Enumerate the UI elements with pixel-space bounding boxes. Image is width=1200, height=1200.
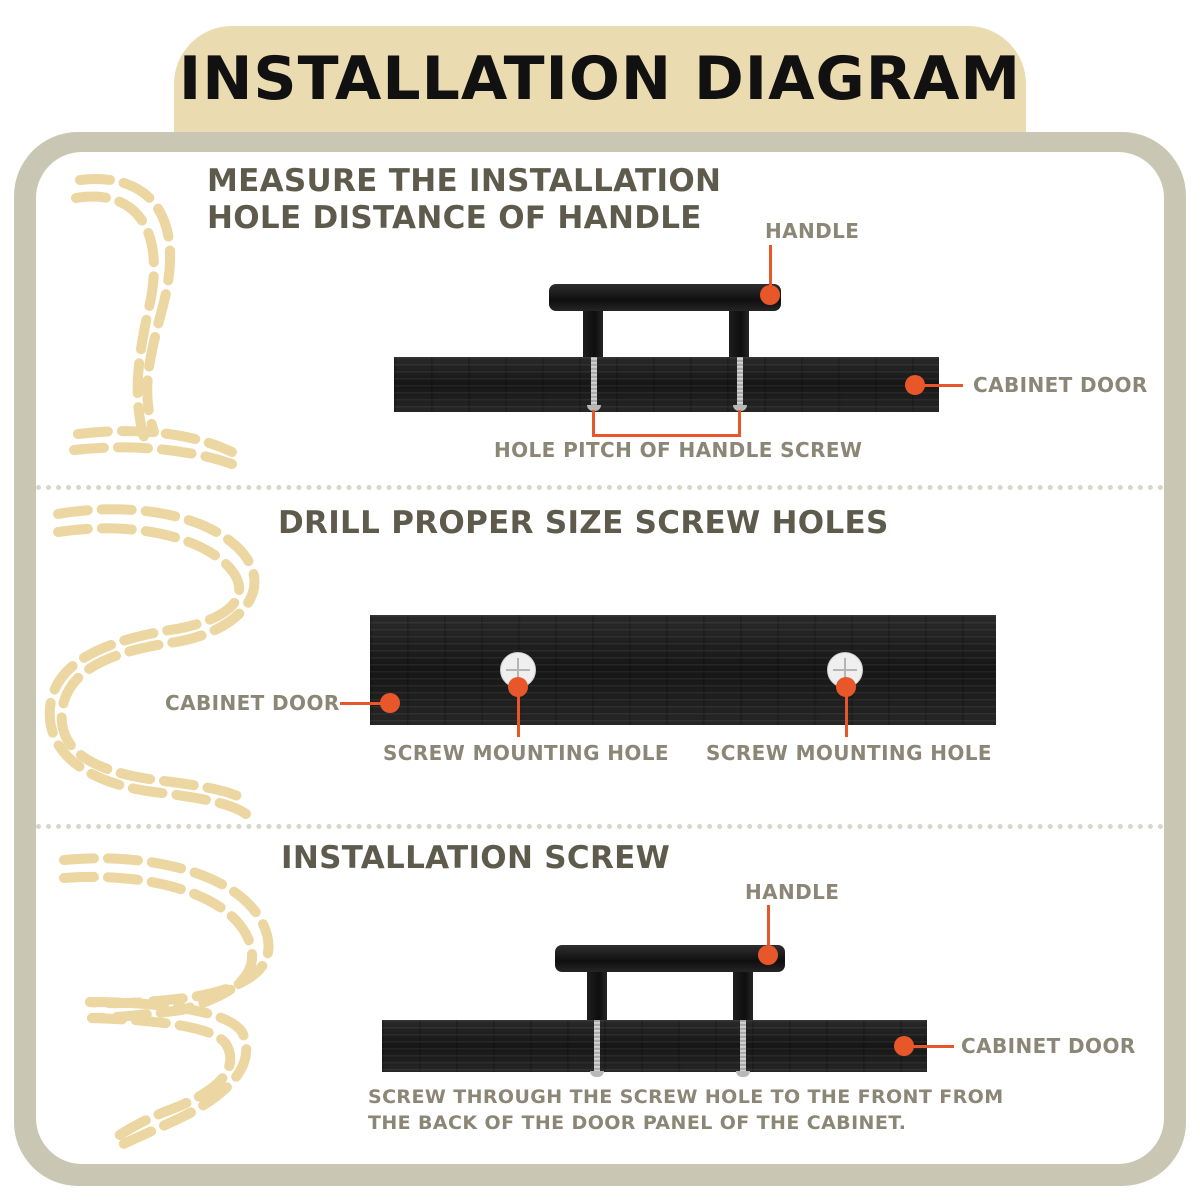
step1-pitch-line [592, 434, 741, 437]
page-title: INSTALLATION DIAGRAM [178, 44, 1022, 114]
step3-note-line2: THE BACK OF THE DOOR PANEL OF THE CABINE… [368, 1112, 907, 1134]
step3-note-line1: SCREW THROUGH THE SCREW HOLE TO THE FRON… [368, 1086, 1004, 1108]
step3-screw-head-left [590, 1071, 604, 1077]
step3-handle-leg-right [733, 966, 753, 1020]
rope-decoration-icon [44, 174, 274, 1152]
section-divider-1 [36, 485, 1164, 490]
step1-hole-pitch-label: HOLE PITCH OF HANDLE SCREW [494, 438, 863, 462]
step1-door-leader [915, 384, 963, 387]
step3-screw-head-right [736, 1071, 750, 1077]
step2-cabinet-door [370, 615, 996, 725]
step1-handle-bar [549, 284, 781, 311]
step1-heading-line1: MEASURE THE INSTALLATION [207, 163, 722, 199]
step1-screw-left [591, 355, 597, 407]
step1-handle-label: HANDLE [765, 219, 860, 243]
step3-handle-bar [555, 945, 785, 972]
step1-pitch-tick-right [738, 410, 741, 437]
step3-door-leader [904, 1045, 954, 1048]
step3-handle-leader [767, 905, 770, 955]
step3-door-label: CABINET DOOR [961, 1034, 1136, 1058]
step1-handle-leader [769, 245, 772, 295]
step2-door-label: CABINET DOOR [165, 691, 340, 715]
step3-handle-label: HANDLE [745, 880, 840, 904]
step1-heading-line2: HOLE DISTANCE OF HANDLE [207, 200, 702, 236]
step2-hole-right-leader [845, 687, 848, 737]
step1-cabinet-door [394, 357, 939, 412]
step2-hole-left-leader [517, 687, 520, 737]
step3-handle-leg-left [587, 966, 607, 1020]
step1-screw-head-right [733, 405, 747, 411]
step3-cabinet-door [382, 1020, 927, 1072]
step2-door-leader [340, 702, 390, 705]
step1-handle-marker [760, 285, 780, 305]
step1-handle-leg-right [729, 305, 749, 357]
step3-screw-left [594, 1015, 600, 1073]
step1-screw-head-left [587, 405, 601, 411]
step3-heading: INSTALLATION SCREW [281, 840, 671, 876]
title-tab [174, 26, 1026, 144]
step3-handle-marker [758, 945, 778, 965]
step1-screw-right [737, 355, 743, 407]
section-divider-2 [36, 824, 1164, 829]
step1-handle-leg-left [583, 305, 603, 357]
step1-door-label: CABINET DOOR [973, 373, 1148, 397]
step2-heading: DRILL PROPER SIZE SCREW HOLES [278, 505, 889, 541]
step2-hole-right-label: SCREW MOUNTING HOLE [706, 741, 992, 765]
step3-screw-right [740, 1015, 746, 1073]
step2-door-marker [380, 693, 400, 713]
step1-pitch-tick-left [592, 410, 595, 437]
step2-hole-left-label: SCREW MOUNTING HOLE [383, 741, 669, 765]
